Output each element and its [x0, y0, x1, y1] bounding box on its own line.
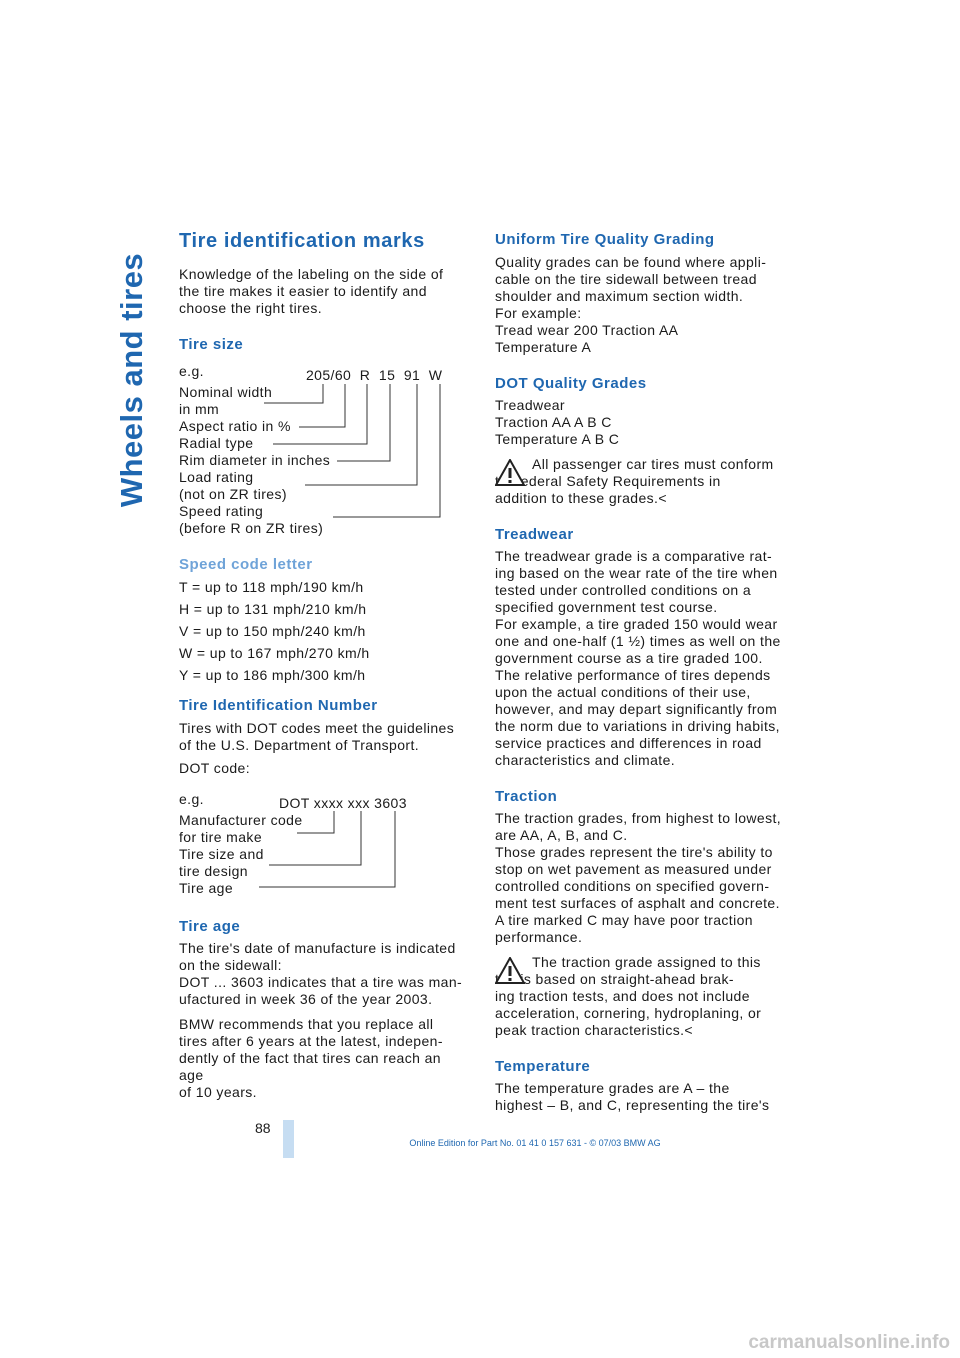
temperature-text: The temperature grades are A – the highe…	[495, 1080, 770, 1113]
treadwear-text: The treadwear grade is a comparative rat…	[495, 548, 781, 768]
dot-code-leader-lines	[259, 811, 396, 888]
tire-size-heading: Tire size	[179, 336, 244, 353]
site-watermark: carmanualsonline.info	[748, 1332, 950, 1353]
dot-code-diagram: e.g. DOT xxxx xxx 3603 Manufacturer code…	[179, 791, 469, 899]
dot-code-labels: Manufacturer code for tire make Tire siz…	[179, 812, 303, 896]
page-edge-bar	[283, 1120, 294, 1158]
right-column: Uniform Tire Quality Grading Quality gra…	[495, 230, 787, 1114]
traction-heading: Traction	[495, 788, 558, 805]
chapter-title: Wheels and tires	[114, 252, 149, 508]
tin-text: Tires with DOT codes meet the guidelines…	[179, 720, 455, 753]
dot-grades-text: Treadwear Traction AA A B C Temperature …	[495, 397, 620, 447]
left-column: Tire identification marks Knowledge of t…	[179, 228, 469, 1101]
dot-code-label: DOT code:	[179, 760, 251, 776]
utqg-text: Quality grades can be found where appli-…	[495, 254, 767, 355]
dot-grades-heading: DOT Quality Grades	[495, 375, 647, 392]
speed-code-heading: Speed code letter	[179, 556, 313, 573]
section-title: Tire identification marks	[179, 230, 425, 252]
chapter-side-tab: Wheels and tires	[112, 230, 152, 530]
traction-text: The traction grades, from highest to low…	[495, 810, 782, 945]
utqg-heading: Uniform Tire Quality Grading	[495, 231, 715, 248]
speed-code-item: W = up to 167 mph/270 km/h	[179, 645, 370, 661]
tire-size-labels: Nominal width in mm Aspect ratio in % Ra…	[179, 384, 331, 536]
tire-age-text-1: The tire's date of manufacture is indica…	[179, 940, 463, 1007]
intro-text: Knowledge of the labeling on the side of…	[179, 266, 444, 316]
footer-edition-note: Online Edition for Part No. 01 41 0 157 …	[409, 1138, 661, 1148]
speed-code-item: H = up to 131 mph/210 km/h	[179, 601, 367, 617]
dot-code-eg: e.g.	[179, 791, 204, 807]
traction-warning-text: The traction grade assigned to this tire…	[495, 954, 762, 1038]
page-number: 88	[255, 1120, 271, 1136]
speed-code-item: T = up to 118 mph/190 km/h	[179, 579, 364, 595]
tire-age-heading: Tire age	[179, 918, 241, 935]
treadwear-heading: Treadwear	[495, 526, 574, 543]
tire-size-leader-lines	[264, 384, 441, 518]
temperature-heading: Temperature	[495, 1058, 591, 1075]
tire-age-text-2: BMW recommends that you replace all tire…	[179, 1016, 443, 1100]
dot-code-value: DOT xxxx xxx 3603	[279, 795, 407, 811]
warning-icon	[495, 459, 525, 486]
speed-code-item: Y = up to 186 mph/300 km/h	[179, 667, 366, 683]
safety-warning: All passenger car tires must conform to …	[495, 456, 787, 507]
warning-icon	[495, 957, 525, 984]
speed-code-list: T = up to 118 mph/190 km/h H = up to 131…	[179, 579, 469, 684]
tire-size-diagram: e.g. 205/60 R 15 91 W Nominal width in m…	[179, 363, 469, 536]
speed-code-item: V = up to 150 mph/240 km/h	[179, 623, 366, 639]
tin-heading: Tire Identification Number	[179, 697, 378, 714]
tire-size-code: 205/60 R 15 91 W	[306, 367, 443, 383]
tire-size-eg: e.g.	[179, 363, 204, 379]
traction-warning: The traction grade assigned to this tire…	[495, 954, 787, 1039]
safety-warning-text: All passenger car tires must conform to …	[495, 456, 774, 506]
